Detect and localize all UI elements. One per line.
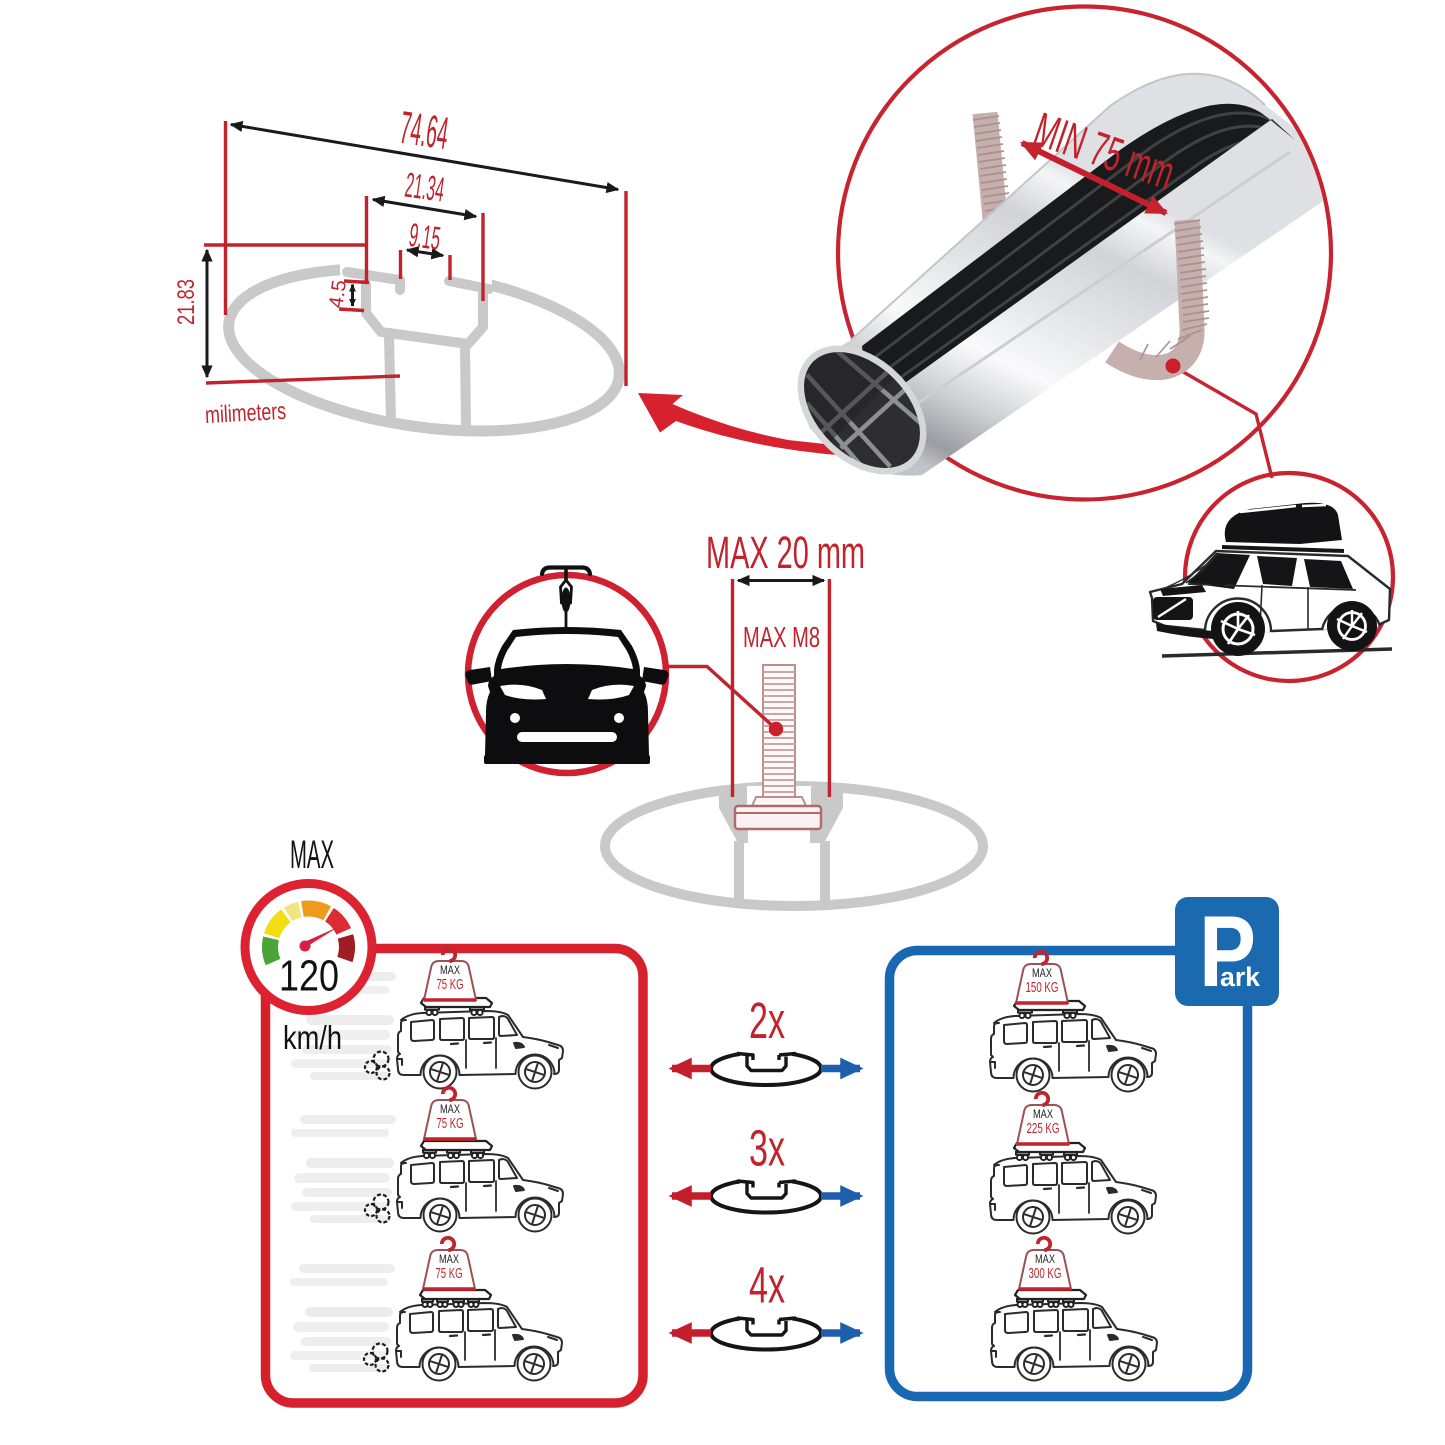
svg-text:150 KG: 150 KG	[1026, 979, 1059, 996]
svg-text:MAX: MAX	[440, 1102, 460, 1116]
svg-text:3x: 3x	[749, 1120, 785, 1177]
svg-text:MAX: MAX	[290, 833, 334, 877]
svg-text:4x: 4x	[749, 1257, 785, 1314]
svg-text:75 KG: 75 KG	[437, 1115, 464, 1132]
svg-text:74.64: 74.64	[397, 101, 452, 159]
svg-text:300 KG: 300 KG	[1029, 1265, 1062, 1282]
svg-text:MAX M8: MAX M8	[743, 622, 820, 654]
svg-text:21.83: 21.83	[173, 279, 200, 325]
svg-text:2x: 2x	[749, 992, 785, 1049]
svg-text:km/h: km/h	[283, 1019, 342, 1056]
svg-text:4.5: 4.5	[325, 279, 351, 310]
svg-text:MAX: MAX	[1032, 966, 1052, 980]
svg-text:MAX: MAX	[439, 1252, 459, 1266]
svg-text:75 KG: 75 KG	[436, 1265, 463, 1282]
svg-text:225 KG: 225 KG	[1027, 1120, 1060, 1137]
svg-text:MAX 20 mm: MAX 20 mm	[706, 527, 865, 578]
svg-text:MAX: MAX	[1035, 1252, 1055, 1266]
svg-text:MAX: MAX	[440, 963, 460, 977]
svg-text:120: 120	[279, 952, 339, 1001]
svg-text:ark: ark	[1220, 962, 1261, 992]
svg-text:MAX: MAX	[1033, 1107, 1053, 1121]
svg-text:P: P	[1199, 896, 1256, 1008]
svg-text:9.15: 9.15	[407, 216, 443, 257]
svg-text:21.34: 21.34	[403, 166, 447, 210]
svg-text:milimeters: milimeters	[204, 398, 286, 429]
svg-text:75 KG: 75 KG	[437, 976, 464, 993]
